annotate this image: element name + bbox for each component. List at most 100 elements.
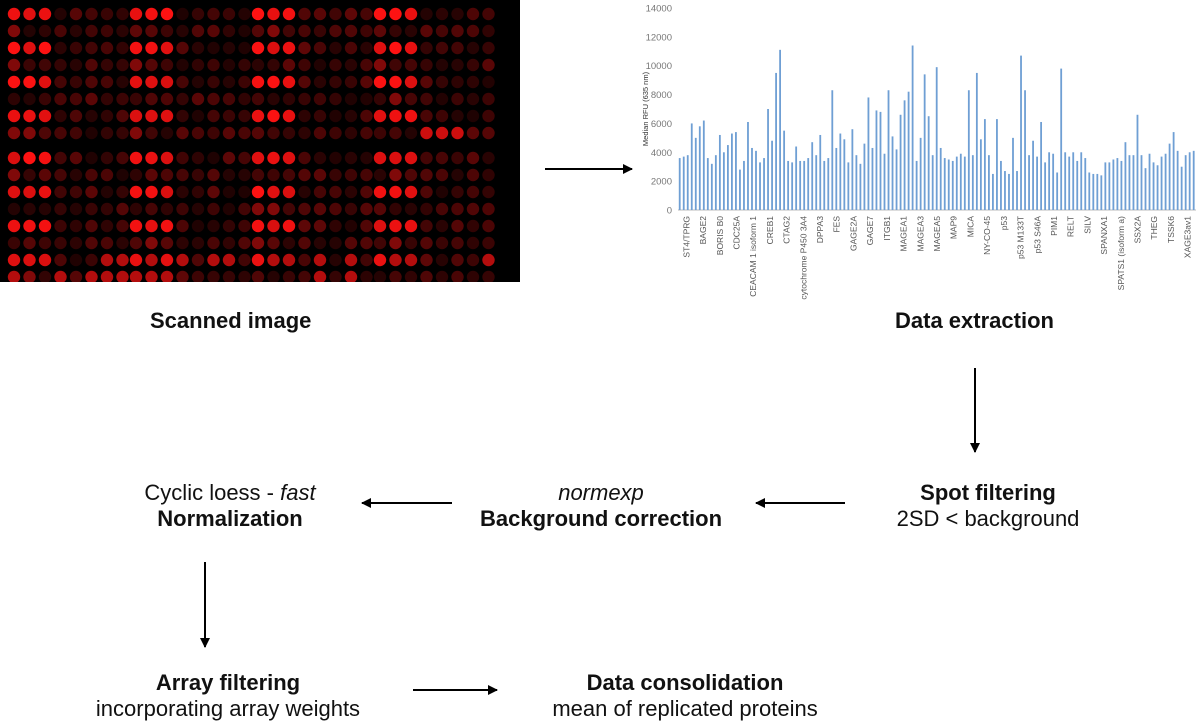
array-spot (282, 202, 296, 216)
array-spot (267, 126, 280, 140)
x-tick-label: RELT (1066, 216, 1076, 237)
array-spot (129, 168, 143, 182)
chart-bar (694, 137, 697, 210)
array-spot (389, 270, 402, 284)
array-spot (160, 24, 174, 38)
array-spot (222, 41, 236, 55)
array-spot (373, 58, 387, 72)
array-spot (267, 253, 280, 267)
array-spot (451, 168, 464, 182)
array-spot (344, 126, 358, 140)
array-spot (191, 92, 205, 106)
array-spot (420, 219, 433, 233)
chart-bar (710, 163, 713, 210)
array-spot (282, 92, 296, 106)
chart-bar (907, 91, 910, 210)
array-spot (435, 253, 449, 267)
array-spot (207, 168, 220, 182)
array-spot (69, 270, 83, 284)
chart-bar (887, 90, 890, 210)
array-spot (129, 270, 143, 284)
data-consolidation-label: Data consolidation mean of replicated pr… (520, 670, 850, 722)
array-spot (267, 41, 280, 55)
array-spot (313, 41, 327, 55)
array-spot (54, 168, 67, 182)
chart-bar (803, 160, 806, 210)
array-spot (482, 219, 495, 233)
chart-bar (1160, 156, 1163, 210)
array-spot (69, 109, 83, 123)
array-spot (251, 185, 265, 199)
array-spot (466, 236, 480, 250)
array-spot (207, 75, 220, 89)
chart-bar (1024, 90, 1026, 210)
array-spot (23, 253, 36, 267)
array-spot (435, 126, 449, 140)
array-spot (313, 109, 327, 123)
array-spot (100, 58, 114, 72)
normalization-method-prefix: Cyclic loess - (144, 480, 281, 505)
array-spot (23, 109, 36, 123)
array-spot (360, 219, 373, 233)
array-spot (482, 58, 495, 72)
x-tick-label: MAGEA3 (915, 216, 925, 252)
chart-bar (763, 158, 765, 210)
array-spot (69, 185, 83, 199)
array-spot (344, 7, 358, 21)
array-spot (420, 7, 433, 21)
array-spot (420, 151, 433, 165)
array-spot (373, 185, 387, 199)
array-spot (85, 7, 98, 21)
array-spot (176, 185, 189, 199)
array-spot (191, 58, 205, 72)
array-spot (7, 24, 21, 38)
chart-bar (1076, 160, 1079, 210)
array-spot (207, 41, 220, 55)
chart-bar (947, 159, 950, 210)
chart-bar (919, 137, 922, 210)
x-tick-label: GAGE2A (849, 216, 859, 251)
array-spot (207, 185, 220, 199)
array-spot (329, 270, 342, 284)
array-spot (160, 126, 174, 140)
array-spot (160, 202, 174, 216)
array-spot (298, 270, 311, 284)
array-spot (129, 7, 143, 21)
chart-bar (939, 147, 942, 210)
chart-bar (678, 158, 681, 210)
array-spot (207, 109, 220, 123)
normalization-label: Cyclic loess - fast Normalization (110, 480, 350, 532)
array-spot (116, 24, 129, 38)
chart-bar (799, 160, 802, 210)
array-spot (145, 58, 158, 72)
array-spot (145, 270, 158, 284)
x-tick-label: CEACAM 1 isoform 1 (748, 216, 758, 297)
array-spot (404, 202, 418, 216)
chart-bar (839, 133, 842, 210)
array-spot (85, 270, 98, 284)
array-spot (145, 202, 158, 216)
array-spot (389, 253, 402, 267)
array-spot (69, 202, 83, 216)
array-spot (451, 151, 464, 165)
chart-bar (859, 163, 862, 210)
array-spot (160, 168, 174, 182)
array-spot (23, 185, 36, 199)
array-spot (69, 236, 83, 250)
array-spot (466, 24, 480, 38)
chart-bar (843, 139, 846, 210)
array-spot (251, 7, 265, 21)
array-spot (482, 185, 495, 199)
array-spot (435, 58, 449, 72)
array-spot (466, 151, 480, 165)
array-spot (482, 109, 495, 123)
array-spot (313, 75, 327, 89)
array-spot (360, 109, 373, 123)
chart-bar (895, 149, 898, 210)
array-spot (389, 202, 402, 216)
array-spot (100, 24, 114, 38)
chart-bar (819, 134, 822, 210)
array-spot (282, 219, 296, 233)
chart-bar (1176, 150, 1179, 210)
chart-bar (935, 67, 938, 210)
